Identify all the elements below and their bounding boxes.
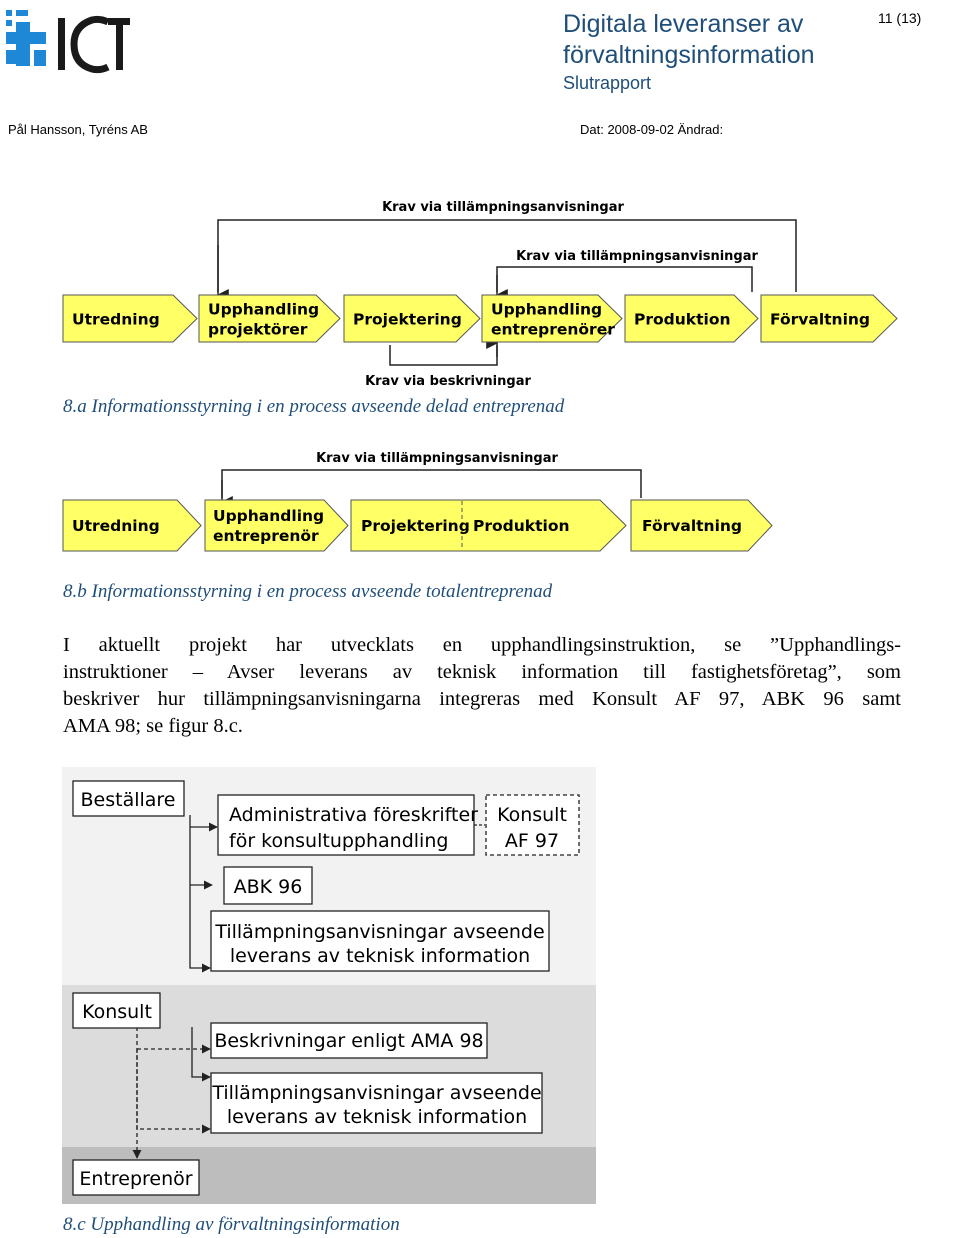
figure-a-step-6 [760, 294, 898, 343]
figure-b-step-shape-5 [630, 499, 773, 552]
figure-a-diagram: Krav via tillämpningsanvisningar Krav vi… [62, 200, 898, 389]
figure-a-step-3-label-1: Projektering [353, 311, 462, 329]
figure-b-step-1-label-1: Utredning [72, 517, 160, 535]
figure-b-step-2-label-1: Upphandling [213, 507, 324, 525]
figure-c-caption: 8.c Upphandling av förvaltningsinformati… [63, 1214, 400, 1235]
box-admin-line1: Administrativa föreskrifter [229, 804, 478, 826]
ict-logo [6, 10, 130, 74]
figure-b-step-2-label-2: entreprenör [213, 527, 319, 545]
date-line: Dat: 2008-09-02 Ändrad: [580, 122, 724, 137]
figure-b-step-3-label-1: Projektering [361, 517, 470, 535]
feedback-line-b [221, 469, 642, 498]
box-konsult-af-line2: AF 97 [505, 830, 559, 852]
figure-a-label-top: Krav via tillämpningsanvisningar [382, 200, 624, 215]
feedback-line-bottom [389, 345, 498, 366]
document-subtitle: Slutrapport [563, 73, 652, 93]
page-number: 11 (13) [878, 10, 922, 26]
box-bestallare-label: Beställare [81, 789, 176, 811]
figure-b-step-5-label-1: Förvaltning [642, 517, 742, 535]
paragraph-line-1: I aktuellt projekt har utvecklats en upp… [63, 634, 901, 656]
figure-a-label-bottom: Krav via beskrivningar [365, 374, 531, 389]
figure-a-step-1 [62, 294, 198, 343]
figure-a-step-4 [481, 294, 623, 343]
figure-b-step-shape-1 [62, 499, 202, 552]
figure-a-step-2-label-1: Upphandling [208, 301, 319, 319]
figure-a-step-4-label-2: entreprenörer [491, 321, 615, 339]
box-tillamp-2-line2: leverans av teknisk information [227, 1106, 527, 1128]
figure-a-caption: 8.a Informationsstyrning i en process av… [63, 396, 565, 417]
figure-b-step-4-label-1: Produktion [473, 517, 570, 535]
box-tillamp-2-line1: Tillämpningsanvisningar avseende [211, 1082, 541, 1104]
box-admin-line2: för konsultupphandling [229, 830, 448, 852]
figure-b-label-top: Krav via tillämpningsanvisningar [316, 451, 558, 466]
figure-a-step-1-label-1: Utredning [72, 311, 160, 329]
box-entreprenor-label: Entreprenör [79, 1168, 192, 1190]
box-konsult [72, 992, 161, 1029]
figure-b-diagram: Krav via tillämpningsanvisningar Utredni… [62, 451, 773, 552]
figure-a-step-2-label-2: projektörer [208, 321, 308, 339]
author-line: Pål Hansson, Tyréns AB [8, 122, 148, 137]
figure-a-step-5 [624, 294, 759, 343]
box-beskrivningar-label: Beskrivningar enligt AMA 98 [214, 1030, 483, 1052]
paragraph-line-4: AMA 98; se figur 8.c. [63, 715, 243, 737]
figure-b-step-shape-3 [350, 499, 627, 552]
paragraph-line-3: beskriver hur tillämpningsanvisningarna … [63, 688, 901, 710]
box-konsult-af [485, 794, 580, 856]
box-abk [223, 866, 313, 905]
box-tillamp-1-line2: leverans av teknisk information [230, 945, 530, 967]
box-bestallare [72, 780, 185, 817]
box-admin [217, 794, 475, 856]
box-konsult-label: Konsult [82, 1001, 152, 1023]
document-title-line1: Digitala leveranser av [563, 10, 804, 38]
document-title-line2: förvaltningsinformation [563, 41, 815, 69]
figure-a-step-4-label-1: Upphandling [491, 301, 602, 319]
body-paragraph: I aktuellt projekt har utvecklats en upp… [63, 632, 901, 740]
figure-a-step-5-label-1: Produktion [634, 311, 731, 329]
box-tillamp-1 [210, 910, 550, 972]
box-abk-label: ABK 96 [234, 876, 303, 898]
figure-a-step-2 [198, 294, 341, 343]
box-tillamp-2 [210, 1072, 543, 1134]
figure-a-step-3 [343, 294, 481, 343]
figure-c-diagram: Beställare Administrativa föreskrifter f… [62, 767, 596, 1204]
box-tillamp-1-line1: Tillämpningsanvisningar avseende [214, 921, 544, 943]
paragraph-line-2: instruktioner – Avser leverans av teknis… [63, 661, 901, 683]
box-konsult-af-line1: Konsult [497, 804, 567, 826]
feedback-line-mid [496, 266, 753, 292]
box-entreprenor [72, 1159, 200, 1196]
box-beskrivningar [210, 1022, 488, 1059]
figure-b-caption: 8.b Informationsstyrning i en process av… [63, 581, 553, 602]
figure-b-step-shape-2 [204, 499, 349, 552]
figure-a-step-6-label-1: Förvaltning [770, 311, 870, 329]
figure-a-label-mid: Krav via tillämpningsanvisningar [516, 249, 758, 264]
